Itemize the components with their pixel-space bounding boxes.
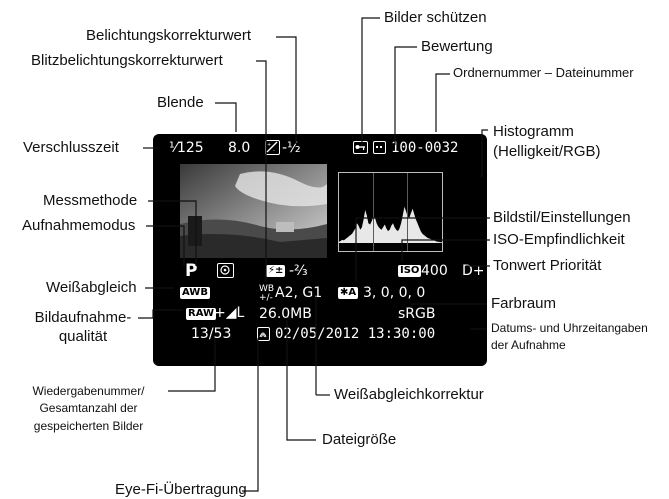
- label-histogramm: Histogramm (Helligkeit/RGB): [493, 123, 601, 161]
- label-wiedergabenummer: Wiedergabenummer/ Gesamtanzahl der gespe…: [32, 384, 145, 433]
- datetime-value: 02/05/2012 13:30:00: [275, 326, 436, 342]
- label-datum: Datums- und Uhrzeitangaben der Aufnahme: [491, 321, 648, 353]
- tone-priority-value: D+: [462, 263, 485, 279]
- iso-badge: ISO: [398, 265, 422, 277]
- svg-text:-: -: [273, 148, 275, 153]
- exposure-comp-value: -½: [282, 140, 301, 156]
- metering-mode-icon: [217, 263, 234, 278]
- raw-badge: RAW: [186, 308, 217, 320]
- image-quality-value: +◢L: [214, 305, 245, 321]
- label-ordnernummer: Ordnernummer – Dateinummer: [453, 65, 634, 80]
- histogram-chart: [339, 206, 442, 243]
- label-messmethode: Messmethode: [43, 192, 138, 209]
- label-blende: Blende: [157, 94, 204, 111]
- label-weissabgleich: Weißabgleich: [46, 279, 137, 296]
- shutter-speed: ¹⁄125: [169, 140, 204, 156]
- picture-style-settings: 3, 0, 0, 0: [363, 285, 426, 301]
- flash-comp-value: -²⁄₃: [289, 263, 308, 279]
- iso-value: 400: [421, 263, 448, 279]
- color-space-value: sRGB: [398, 306, 436, 322]
- label-dateigroesse: Dateigröße: [322, 431, 397, 448]
- aperture-value: 8.0: [228, 140, 251, 156]
- flash-comp-icon: ⚡±: [266, 265, 286, 277]
- label-aufnahmemodus: Aufnahmemodus: [22, 217, 136, 234]
- playback-number: 13/53: [191, 326, 232, 342]
- histogram-area: [339, 206, 442, 243]
- folder-file-number: 100-0032: [391, 140, 459, 156]
- protect-key-icon: [353, 141, 368, 154]
- photo-thumbnail: [180, 164, 327, 258]
- label-bewertung: Bewertung: [421, 38, 493, 55]
- label-weissabgleichkorrektur: Weißabgleichkorrektur: [334, 386, 484, 403]
- camera-lcd-screen: ¹⁄125 8.0 +- -½ 100-0032 P ⚡± -²⁄₃ ISO 4…: [153, 134, 487, 366]
- file-size-value: 26.0MB: [259, 306, 312, 322]
- histogram-frame: [338, 172, 443, 252]
- eye-fi-icon: [257, 327, 270, 341]
- rating-icon: [373, 141, 386, 154]
- white-balance-badge: AWB: [180, 287, 210, 299]
- exposure-comp-icon: +-: [265, 140, 280, 155]
- shooting-mode: P: [185, 261, 198, 281]
- wb-correction-icon: WB+/-: [259, 284, 275, 303]
- label-blitzbelichtungskorrekturwert: Blitzbelichtungskorrekturwert: [31, 52, 223, 69]
- label-bilder-schuetzen: Bilder schützen: [384, 9, 487, 26]
- label-tonwert: Tonwert Priorität: [493, 257, 602, 274]
- label-verschlusszeit: Verschlusszeit: [23, 139, 119, 156]
- label-eye-fi: Eye-Fi-Übertragung: [115, 481, 247, 498]
- label-bildstil: Bildstil/Einstellungen: [493, 209, 631, 226]
- picture-style-icon: ✱A: [338, 287, 359, 299]
- label-iso: ISO-Empfindlichkeit: [493, 231, 625, 248]
- label-farbraum: Farbraum: [491, 295, 557, 312]
- svg-text:+: +: [267, 142, 271, 148]
- label-belichtungskorrekturwert: Belichtungskorrekturwert: [86, 27, 252, 44]
- label-bildaufnahmequalitaet: Bildaufnahme- qualität: [34, 309, 132, 346]
- wb-correction-value: A2, G1: [275, 285, 323, 301]
